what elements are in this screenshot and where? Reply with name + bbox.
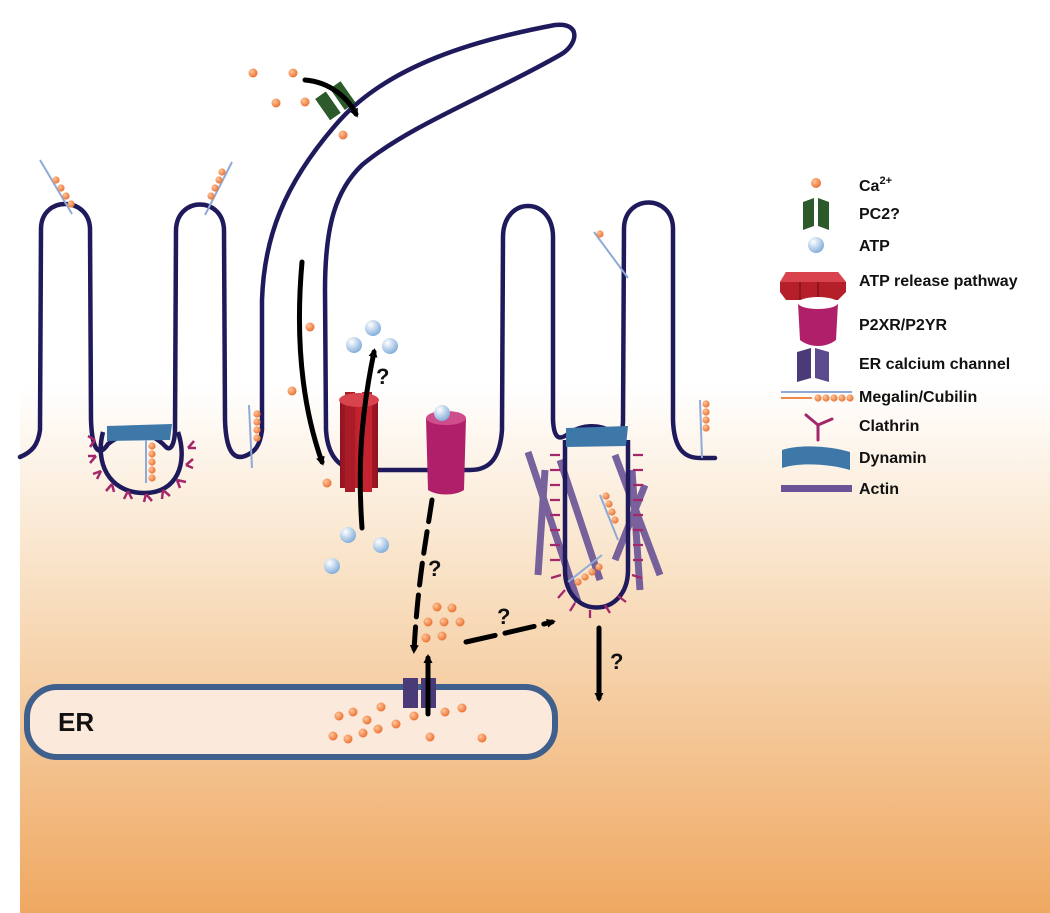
cytoplasm-background xyxy=(20,0,1050,913)
pc2-channel-icon xyxy=(803,198,829,230)
megalin-right-inner xyxy=(599,494,619,541)
endocytic-vesicle-right xyxy=(524,426,664,618)
endocytic-vesicle-left xyxy=(87,424,196,503)
svg-text:PC2?: PC2? xyxy=(859,206,900,223)
arrow-calcium-to-vesicle xyxy=(463,618,556,645)
p2-receptor xyxy=(426,405,466,495)
atp-release-pathway-icon xyxy=(780,272,846,300)
svg-text:P2XR/P2YR: P2XR/P2YR xyxy=(859,317,947,334)
legend-item-atp: ATP xyxy=(808,237,890,255)
cubilin-beads-right-inner xyxy=(602,492,619,524)
dynamin-ring-left xyxy=(107,424,172,441)
endoplasmic-reticulum xyxy=(24,684,558,760)
svg-text:Actin: Actin xyxy=(859,481,899,498)
arrow-p2r-to-calcium xyxy=(409,497,435,654)
svg-text:ER calcium channel: ER calcium channel xyxy=(859,356,1010,373)
question-mark-p2r: ? xyxy=(428,556,441,581)
legend-item-clathrin: Clathrin xyxy=(804,413,919,442)
megalin-cubilin-surface xyxy=(39,159,710,469)
pathway-arrows xyxy=(296,77,604,717)
arrow-atp-release xyxy=(357,348,378,531)
question-mark-downward: ? xyxy=(610,649,623,674)
legend-item-dynamin: Dynamin xyxy=(782,446,927,470)
legend-item-megalin: Megalin/Cubilin xyxy=(781,389,977,406)
atp-molecules xyxy=(324,320,398,574)
er-label: ER xyxy=(58,707,94,737)
question-mark-vesicle: ? xyxy=(497,604,510,629)
arrow-calcium-down-cilium xyxy=(296,259,325,466)
megalin-right-bottom xyxy=(567,554,603,583)
svg-text:Clathrin: Clathrin xyxy=(859,418,919,435)
legend-item-p2r: P2XR/P2YR xyxy=(798,297,947,346)
clathrin-coat-right xyxy=(550,453,643,618)
svg-text:Megalin/Cubilin: Megalin/Cubilin xyxy=(859,389,977,406)
calcium-ions xyxy=(248,68,487,744)
dynamin-ring-right xyxy=(566,426,628,447)
svg-text:Dynamin: Dynamin xyxy=(859,450,927,467)
legend-item-actin: Actin xyxy=(781,481,899,498)
legend: Ca2+ PC2? ATP ATP release pathway xyxy=(780,175,1018,498)
legend-item-er-channel: ER calcium channel xyxy=(797,348,1010,382)
calcium-ion-icon xyxy=(811,178,821,188)
legend-item-calcium: Ca2+ xyxy=(811,175,892,195)
question-mark-atp-release: ? xyxy=(376,364,389,389)
svg-text:Ca2+: Ca2+ xyxy=(859,175,892,195)
clathrin-icon xyxy=(804,413,834,442)
clathrin-coat xyxy=(87,434,196,503)
legend-item-pc2: PC2? xyxy=(803,198,900,230)
dynamin-icon xyxy=(782,446,850,470)
er-calcium-channel-icon xyxy=(797,348,829,382)
megalin-cubilin-icon xyxy=(781,391,854,402)
arrow-calcium-influx-pc2 xyxy=(302,77,359,118)
cubilin-beads-left xyxy=(148,442,156,482)
p2-receptor-icon xyxy=(798,297,838,346)
actin-icon xyxy=(781,485,852,492)
cubilin-beads-right-bottom xyxy=(574,563,603,586)
svg-text:ATP release pathway: ATP release pathway xyxy=(859,273,1018,290)
svg-text:ATP: ATP xyxy=(859,238,890,255)
atp-molecule-icon xyxy=(808,237,824,253)
